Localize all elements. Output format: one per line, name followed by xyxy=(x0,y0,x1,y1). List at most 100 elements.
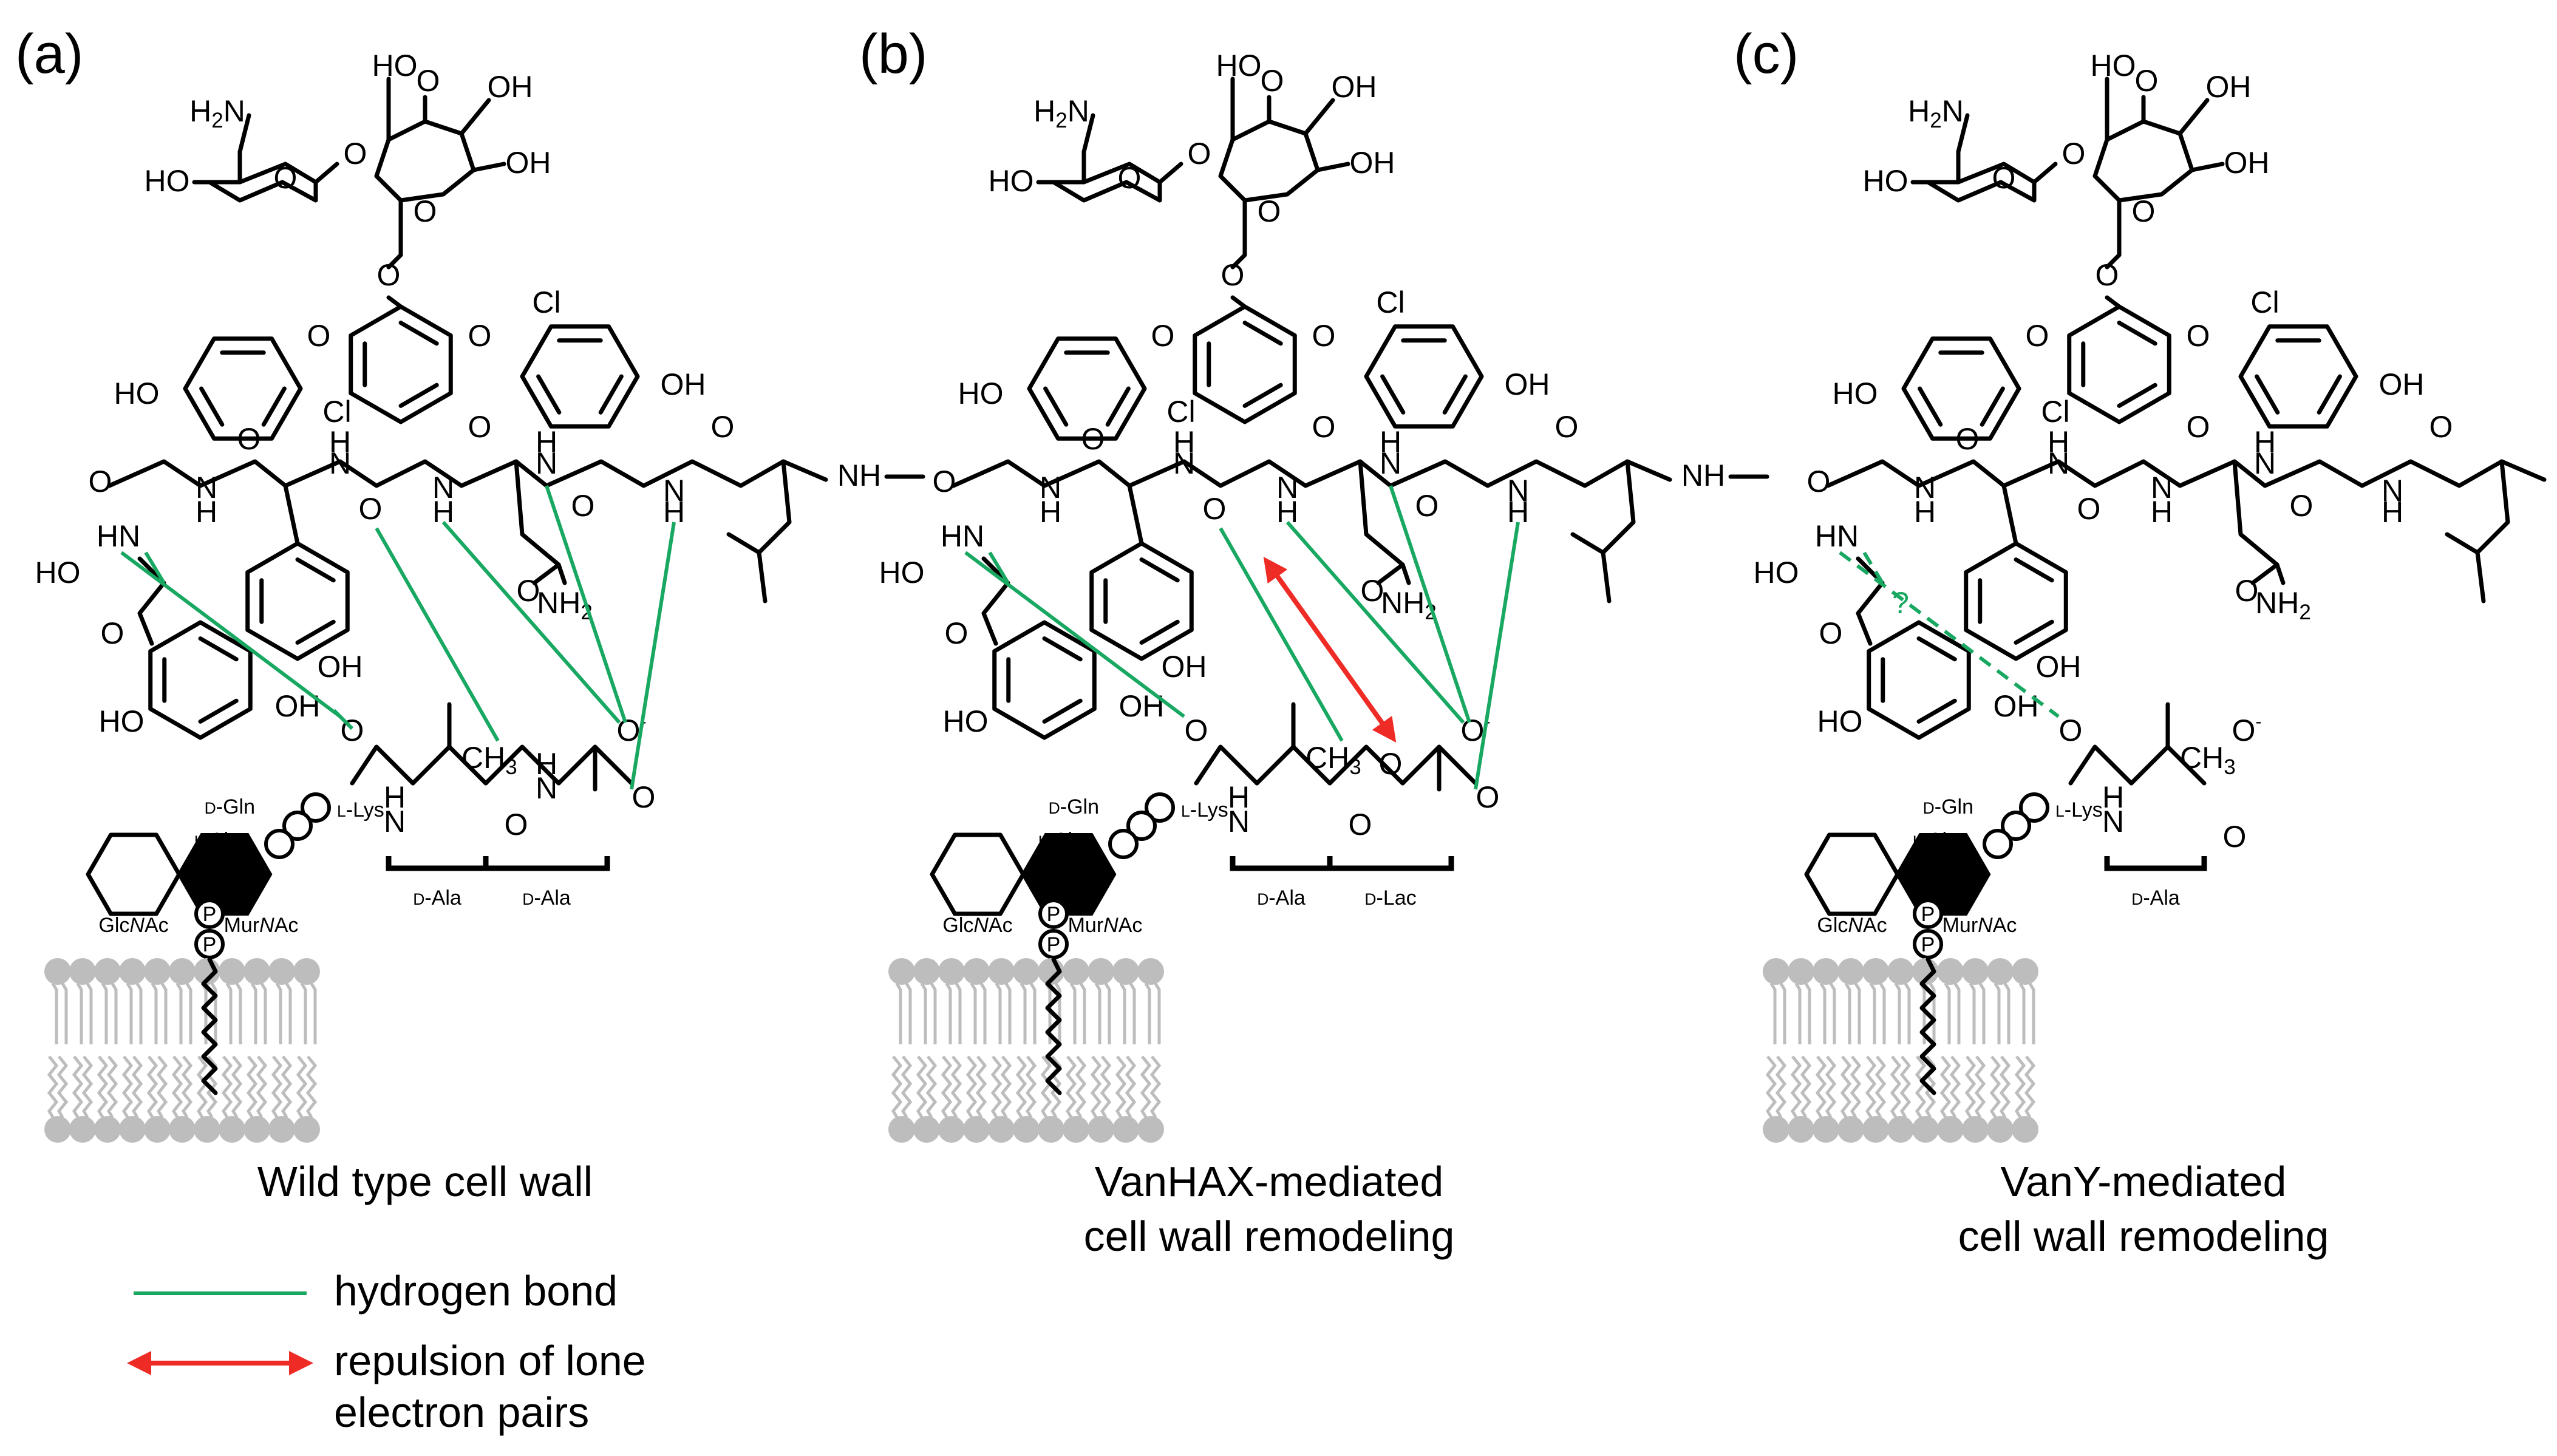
lipid-head xyxy=(963,958,990,985)
lipid-tail xyxy=(1125,1055,1137,1118)
lipid-tail xyxy=(990,1055,1003,1118)
glucose-ring xyxy=(1218,119,1320,203)
murnac-label: MurNAc xyxy=(1068,914,1143,937)
central-aromatic-ring xyxy=(2067,304,2171,424)
carbonyl-oxygen-label: O xyxy=(468,410,492,444)
phosphate-label: P xyxy=(203,933,217,956)
phosphate-label: P xyxy=(1047,903,1061,926)
residue-label: D-Ala xyxy=(522,886,571,910)
carbonyl-oxygen-label: O xyxy=(2223,820,2247,854)
amide-h-label: H xyxy=(2151,495,2173,529)
lipid-tail xyxy=(1939,1055,1952,1118)
lipid-tail xyxy=(1794,982,1802,1044)
hydroxyl-label: OH xyxy=(2224,146,2270,180)
panel-caption: cell wall remodeling xyxy=(1958,1213,2329,1260)
hydroxyl-label: OH xyxy=(318,650,363,684)
amide-n-label: N xyxy=(1914,471,1936,505)
hydroxyl-label: OH xyxy=(1162,650,1207,684)
undecaprenyl-anchor xyxy=(1045,957,1062,1095)
lipid-tail xyxy=(121,1055,134,1118)
double-bond xyxy=(398,321,439,346)
lipid-tail xyxy=(160,982,168,1044)
lipid-bilayer xyxy=(44,958,320,1143)
stem-residue-label: L-Lys xyxy=(1181,798,1228,822)
amide-n-label: N xyxy=(196,471,217,505)
double-bond xyxy=(295,557,336,583)
amide-nh2-label: NH2 xyxy=(2255,586,2311,624)
ether-oxygen-label: O xyxy=(1151,319,1175,353)
lipid-tail xyxy=(76,982,83,1044)
carbonyl-oxygen-label: O xyxy=(1415,489,1439,523)
ester-or-amide-bond xyxy=(1194,744,1259,786)
lipid-tail xyxy=(1929,982,1936,1044)
panel-caption: cell wall remodeling xyxy=(1084,1213,1455,1260)
legend-hbond-label: hydrogen bond xyxy=(334,1267,618,1315)
glycosidic-oxygen-label: O xyxy=(344,137,367,171)
peptide-backbone xyxy=(107,459,786,488)
stem-peptide-bead xyxy=(1983,829,2013,859)
hydroxyl-label: HO xyxy=(2091,49,2136,83)
lipid-tail xyxy=(995,982,1002,1044)
amide-n-label: N xyxy=(1507,474,1529,508)
double-bond xyxy=(198,636,239,662)
lipid-tail xyxy=(1129,982,1136,1044)
phosphate-label: P xyxy=(1921,933,1935,956)
lipid-tail xyxy=(72,1055,84,1118)
glcnac-label: GlcNAc xyxy=(98,914,168,937)
lipid-tail xyxy=(1025,1055,1037,1118)
peptide-backbone xyxy=(951,459,1630,488)
lipid-tail xyxy=(1775,1055,1787,1118)
double-bond xyxy=(1043,386,1069,427)
lipid-tail xyxy=(1779,982,1786,1044)
amide-h-label: H xyxy=(1380,425,1401,459)
bond xyxy=(1625,459,1672,482)
chloro-label: Cl xyxy=(2250,285,2279,319)
lipid-tail xyxy=(2018,982,2026,1044)
amide-n-label: N xyxy=(536,446,557,480)
chlorophenyl-ring-right xyxy=(2238,324,2358,429)
amide-h-label: H xyxy=(384,780,406,814)
carbonyl-oxygen-label: O xyxy=(2187,410,2210,444)
double-bond xyxy=(198,698,239,724)
lipid-tail xyxy=(950,1055,962,1118)
lipid-head xyxy=(1987,1116,2014,1143)
hydrogen-bond xyxy=(1389,485,1471,723)
lipid-tail xyxy=(1029,982,1037,1044)
bond xyxy=(1230,295,1247,309)
n-methyl-nh-label: NH xyxy=(1681,458,1725,492)
residue-label: D-Lac xyxy=(1364,886,1416,910)
lipid-head xyxy=(144,958,171,985)
phosphate-label: P xyxy=(1047,933,1061,956)
hydrogen-bond xyxy=(375,527,500,742)
hydroxyl-label: OH xyxy=(1332,70,1377,104)
central-aromatic-ring xyxy=(1193,304,1297,424)
lipid-tail xyxy=(1869,982,1876,1044)
carbonyl-oxygen-label: O xyxy=(1349,808,1372,842)
amide-h-label: H xyxy=(196,495,217,529)
lipid-tail xyxy=(1953,982,1961,1044)
double-bond xyxy=(199,386,225,427)
hydroxyl-label: HO xyxy=(114,376,160,410)
bond xyxy=(2499,459,2547,482)
undecaprenyl-anchor xyxy=(201,957,218,1095)
amide-h-label: H xyxy=(1040,495,1061,529)
carbonyl-oxygen-label: O xyxy=(2059,713,2083,747)
amide-n-label: N xyxy=(2382,474,2403,508)
amide-n-label: N xyxy=(1380,446,1401,480)
hydrogen-bond xyxy=(120,551,341,718)
n-methyl-nh-label: NH xyxy=(2556,458,2557,492)
lipid-tail xyxy=(175,982,183,1044)
lipid-tail xyxy=(185,982,192,1044)
amide-h-label: H xyxy=(536,747,557,781)
bond xyxy=(386,295,403,309)
hydroxyl-label: HO xyxy=(879,556,925,590)
double-bond xyxy=(2317,374,2342,415)
stem-peptide-bead xyxy=(2001,811,2031,841)
lipid-tail xyxy=(181,1055,193,1118)
lipid-tail xyxy=(250,982,257,1044)
amide-h-label: H xyxy=(2102,780,2124,814)
lipid-tail xyxy=(920,982,927,1044)
residue-bracket xyxy=(1327,856,1454,871)
double-bond xyxy=(2255,374,2280,415)
